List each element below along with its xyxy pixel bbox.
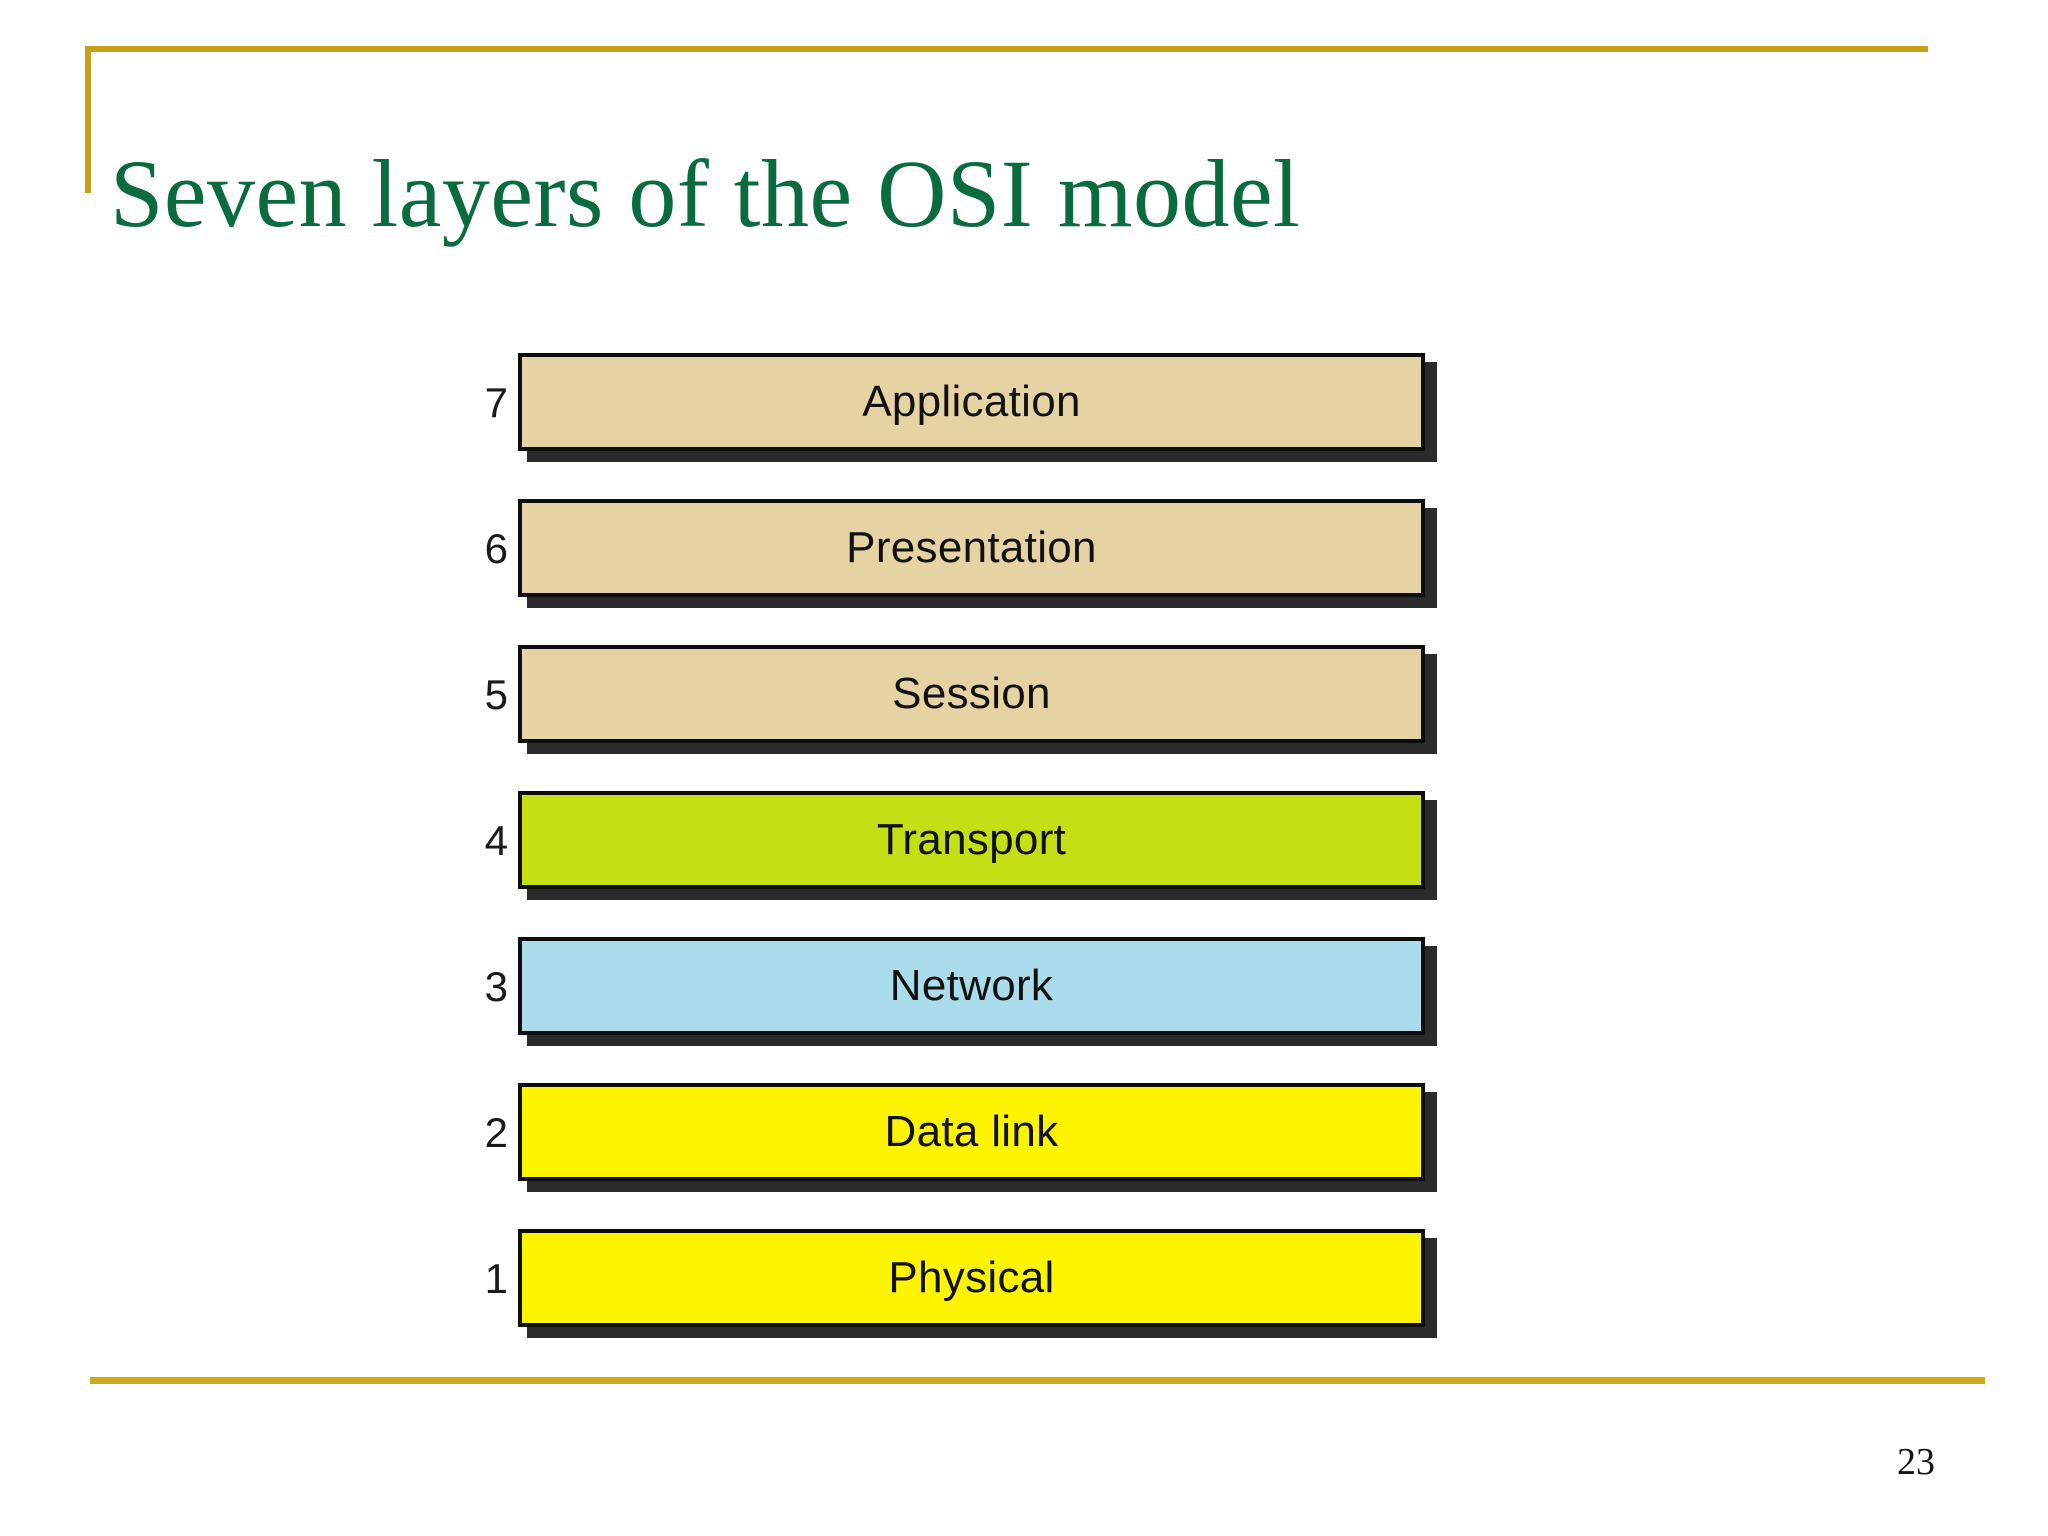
layer-bar-data-link[interactable]: Data link (518, 1083, 1425, 1181)
page-title: Seven layers of the OSI model (110, 140, 1301, 248)
layer-bar-network[interactable]: Network (518, 937, 1425, 1035)
layer-label-session: Session (892, 669, 1051, 718)
layer-number-3: 3 (484, 963, 508, 1010)
layer-bar-application[interactable]: Application (518, 353, 1425, 451)
layer-number-6: 6 (484, 525, 508, 572)
layer-row: 3 Network (0, 930, 2048, 1076)
layer-row: 6 Presentation (0, 492, 2048, 638)
layer-number-5: 5 (484, 671, 508, 718)
layer-number-7: 7 (484, 379, 508, 426)
layer-label-application: Application (862, 377, 1081, 426)
layer-bar-transport[interactable]: Transport (518, 791, 1425, 889)
layer-number-4: 4 (484, 817, 508, 864)
layer-row: 5 Session (0, 638, 2048, 784)
osi-layer-stack: 7 Application 6 Presentation 5 Session 4… (0, 346, 2048, 1368)
header-rule-top (85, 46, 1928, 52)
layer-label-physical: Physical (888, 1253, 1055, 1302)
layer-row: 4 Transport (0, 784, 2048, 930)
header-rule-left (85, 46, 91, 193)
page-number: 23 (1897, 1441, 1935, 1483)
layer-row: 1 Physical (0, 1222, 2048, 1368)
layer-bar-presentation[interactable]: Presentation (518, 499, 1425, 597)
layer-label-network: Network (889, 961, 1054, 1010)
layer-label-data-link: Data link (884, 1107, 1059, 1156)
layer-bar-physical[interactable]: Physical (518, 1229, 1425, 1327)
layer-label-presentation: Presentation (846, 523, 1097, 572)
layer-row: 7 Application (0, 346, 2048, 492)
layer-number-2: 2 (484, 1109, 508, 1156)
footer-rule (90, 1377, 1985, 1384)
layer-bar-session[interactable]: Session (518, 645, 1425, 743)
layer-row: 2 Data link (0, 1076, 2048, 1222)
layer-number-1: 1 (484, 1255, 508, 1302)
layer-label-transport: Transport (876, 815, 1067, 864)
